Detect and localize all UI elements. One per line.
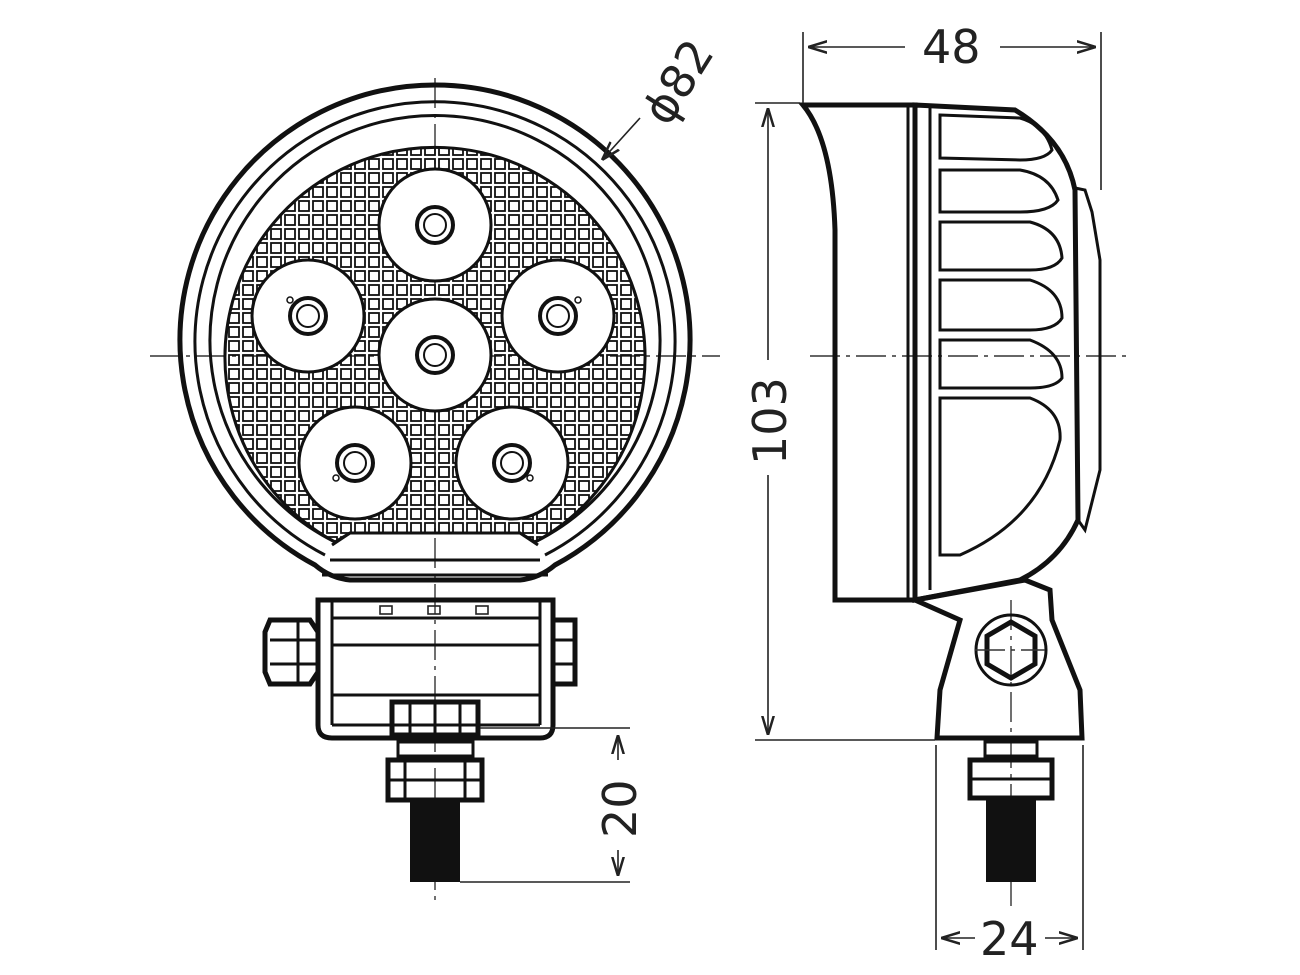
height-dimension: 103 — [743, 102, 935, 741]
bolt-length-label: 20 — [593, 779, 647, 838]
led-bottom-right — [454, 405, 570, 521]
led-right — [500, 258, 616, 374]
width-label: 48 — [922, 20, 981, 74]
diameter-leader — [602, 117, 641, 160]
height-label: 103 — [743, 377, 797, 465]
width-dimension: 48 — [802, 20, 1102, 190]
bolt-length-dimension: 20 — [460, 727, 647, 883]
bracket-width-label: 24 — [980, 912, 1039, 966]
bracket-width-dimension: 24 — [935, 745, 1084, 966]
front-view: ϕ82 20 — [150, 30, 724, 905]
mounting-bracket-side — [906, 577, 1085, 882]
led-left — [250, 258, 366, 374]
led-center — [377, 297, 493, 413]
mounting-bracket-front — [262, 597, 578, 741]
led-top — [377, 167, 493, 283]
diameter-label: ϕ82 — [632, 30, 725, 134]
side-view: 48 103 24 — [743, 20, 1130, 966]
led-bottom-left — [297, 405, 413, 521]
led-reflectors — [250, 167, 616, 521]
lamp-housing-side — [797, 102, 1102, 604]
mounting-bolt-front — [385, 740, 485, 882]
